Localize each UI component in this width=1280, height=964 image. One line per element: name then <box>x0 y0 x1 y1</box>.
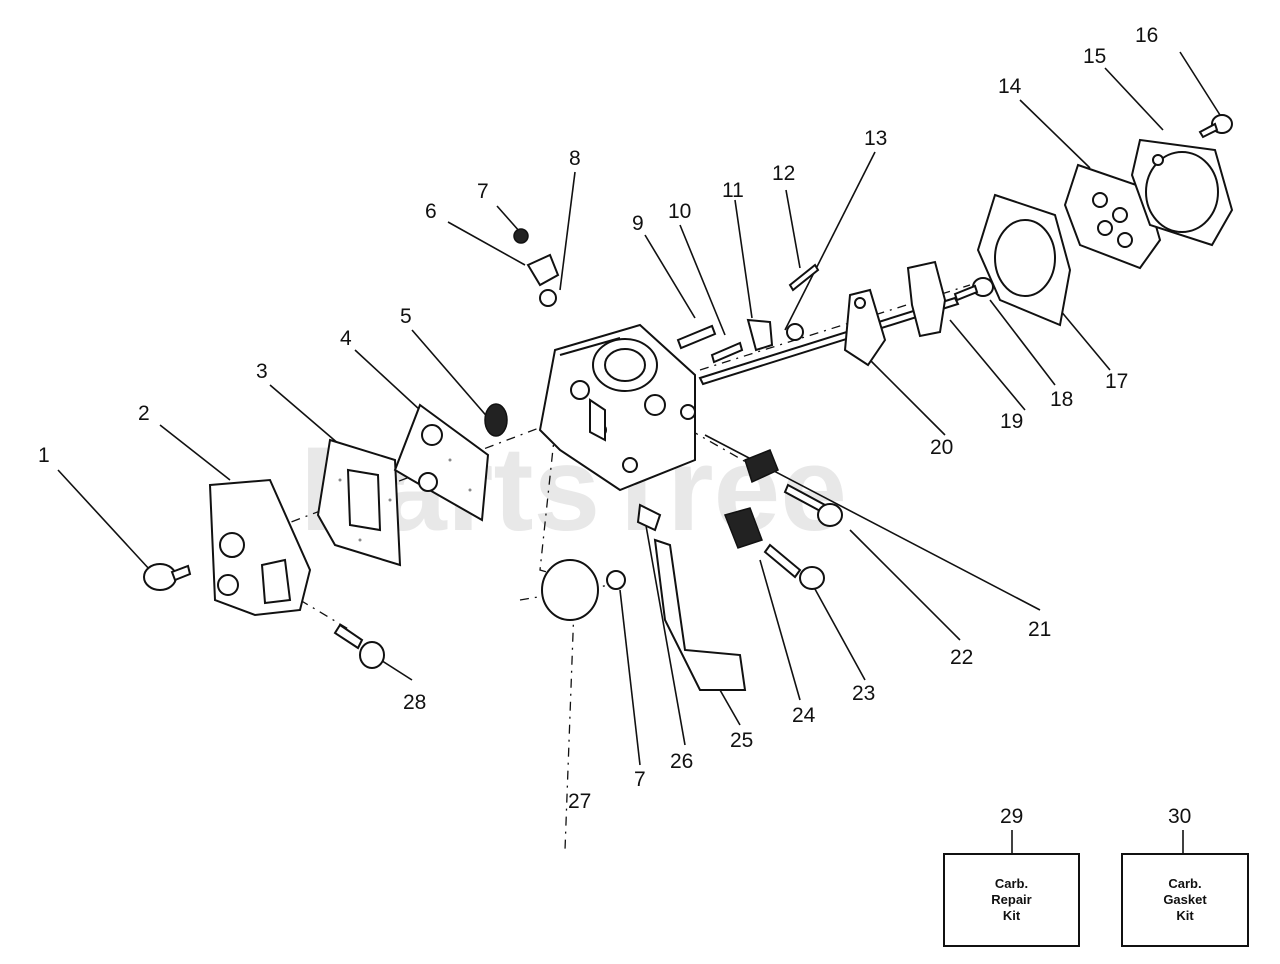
part-spring-10 <box>710 341 744 364</box>
part-lever-19 <box>906 260 947 338</box>
callout-11: 11 <box>722 179 744 202</box>
kit-box-repair: Carb. Repair Kit <box>943 853 1080 947</box>
callout-6: 6 <box>425 200 437 223</box>
part-plate-20 <box>843 288 887 367</box>
part-spring-5 <box>484 403 508 437</box>
callout-12: 12 <box>772 162 795 185</box>
callout-24: 24 <box>792 704 816 727</box>
part-lever-25 <box>653 538 747 691</box>
part-screw-23 <box>763 543 825 590</box>
callout-8: 8 <box>569 147 581 170</box>
part-carburetor-body <box>538 323 696 492</box>
callout-20: 20 <box>930 436 953 459</box>
callout-9: 9 <box>632 212 644 235</box>
part-spring-26 <box>636 503 662 532</box>
leader-lines <box>57 51 1221 853</box>
part-pin-12 <box>788 263 820 292</box>
part-spring-21 <box>744 449 779 484</box>
callout-13: 13 <box>864 127 887 150</box>
part-screw-28 <box>333 623 385 669</box>
kit-box-gasket: Carb. Gasket Kit <box>1121 853 1249 947</box>
part-needle-9 <box>676 324 717 350</box>
callout-16: 16 <box>1135 24 1158 47</box>
callout-1: 1 <box>38 444 50 467</box>
part-screw-1 <box>143 563 192 591</box>
callout-15: 15 <box>1083 45 1106 68</box>
kit-repair-line-2: Repair <box>991 892 1032 907</box>
part-cover-15 <box>1130 138 1234 247</box>
part-cover-2 <box>208 478 312 617</box>
part-screw-22 <box>783 483 843 527</box>
callout-7-bottom: 7 <box>634 768 646 791</box>
part-fitting-6 <box>526 253 560 287</box>
callout-2: 2 <box>138 402 150 425</box>
part-gasket-3 <box>316 438 402 567</box>
part-disc-27 <box>541 559 599 621</box>
callout-25: 25 <box>730 729 753 752</box>
callout-27: 27 <box>568 790 591 813</box>
callout-3: 3 <box>256 360 268 383</box>
callout-14: 14 <box>998 75 1022 98</box>
callout-5: 5 <box>400 305 412 328</box>
callout-23: 23 <box>852 682 875 705</box>
kit-gasket-line-1: Carb. <box>1168 876 1202 891</box>
kit-gasket-line-2: Gasket <box>1163 892 1207 907</box>
callout-7: 7 <box>477 180 489 203</box>
callout-10: 10 <box>668 200 691 223</box>
kit-repair-line-3: Kit <box>1002 908 1021 923</box>
callout-19: 19 <box>1000 410 1023 433</box>
kit-gasket-line-3: Kit <box>1176 908 1194 923</box>
callout-21: 21 <box>1028 618 1051 641</box>
callout-29: 29 <box>1000 805 1023 828</box>
callout-labels: 1 2 3 4 5 6 7 8 9 10 11 12 13 14 15 16 1… <box>38 24 1191 828</box>
part-screw-16 <box>1198 114 1233 139</box>
callout-28: 28 <box>403 691 426 714</box>
callout-26: 26 <box>670 750 693 773</box>
callout-4: 4 <box>340 327 352 350</box>
callout-18: 18 <box>1050 388 1073 411</box>
part-screw-8 <box>539 289 557 307</box>
callout-30: 30 <box>1168 805 1191 828</box>
callout-17: 17 <box>1105 370 1128 393</box>
part-screw-13 <box>786 323 804 341</box>
part-lever-11 <box>746 318 774 352</box>
callout-22: 22 <box>950 646 973 669</box>
kit-repair-line-1: Carb. <box>994 876 1029 891</box>
part-spring-24 <box>723 507 763 549</box>
part-nut-7-bottom <box>606 570 626 590</box>
part-screw-18 <box>953 277 994 302</box>
part-diaphragm-4 <box>393 403 490 522</box>
part-nut-7 <box>513 228 529 244</box>
part-gasket-17 <box>976 193 1072 327</box>
